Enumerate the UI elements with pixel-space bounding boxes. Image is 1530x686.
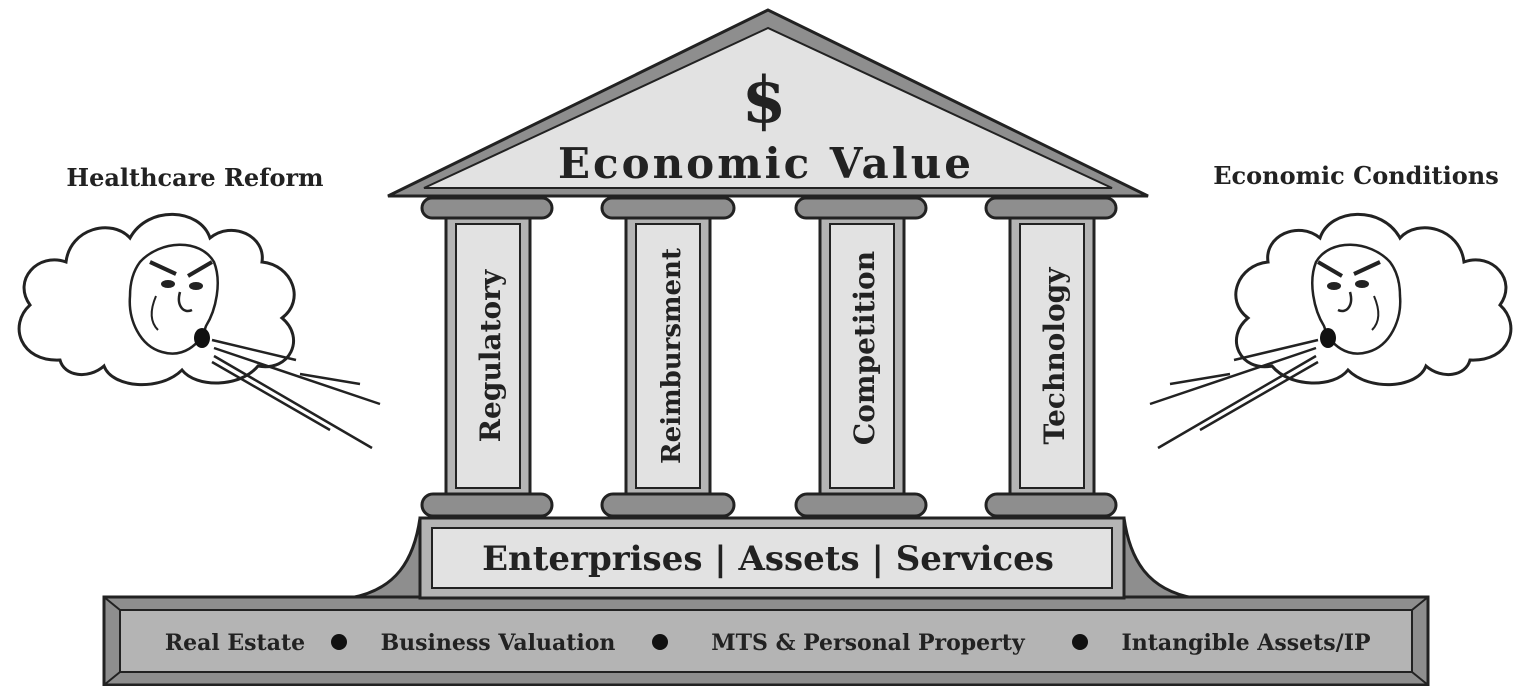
right-blowing-cloud-icon xyxy=(1149,212,1513,450)
foundation-upper-label: Enterprises | Assets | Services xyxy=(482,539,1054,579)
pillar-label-reimbursment: Reimbursment xyxy=(657,248,687,464)
left-blowing-cloud-icon xyxy=(17,212,381,450)
service-lines: Real Estate Business Valuation MTS & Per… xyxy=(165,630,1371,656)
pillar-label-regulatory: Regulatory xyxy=(474,269,507,442)
service-line-business-valuation: Business Valuation xyxy=(381,630,616,656)
service-line-intangible-assets: Intangible Assets/IP xyxy=(1121,630,1370,656)
service-line-mts-personal-property: MTS & Personal Property xyxy=(711,630,1026,656)
right-force-label: Economic Conditions xyxy=(1213,161,1498,190)
bullet-icon xyxy=(1072,634,1088,650)
pillar-competition: Competition xyxy=(794,196,928,518)
bullet-icon xyxy=(331,634,347,650)
pediment-title: Economic Value xyxy=(558,139,974,188)
left-force-label: Healthcare Reform xyxy=(66,163,323,192)
dollar-symbol: $ xyxy=(742,63,787,138)
bullet-icon xyxy=(652,634,668,650)
pillar-regulatory: Regulatory xyxy=(420,196,554,518)
pillar-technology: Technology xyxy=(984,196,1118,518)
pillar-label-competition: Competition xyxy=(848,251,881,445)
pillar-label-technology: Technology xyxy=(1038,267,1071,445)
service-line-real-estate: Real Estate xyxy=(165,630,305,656)
pillar-reimbursment: Reimbursment xyxy=(600,196,736,518)
pediment: $ Economic Value xyxy=(387,8,1149,198)
